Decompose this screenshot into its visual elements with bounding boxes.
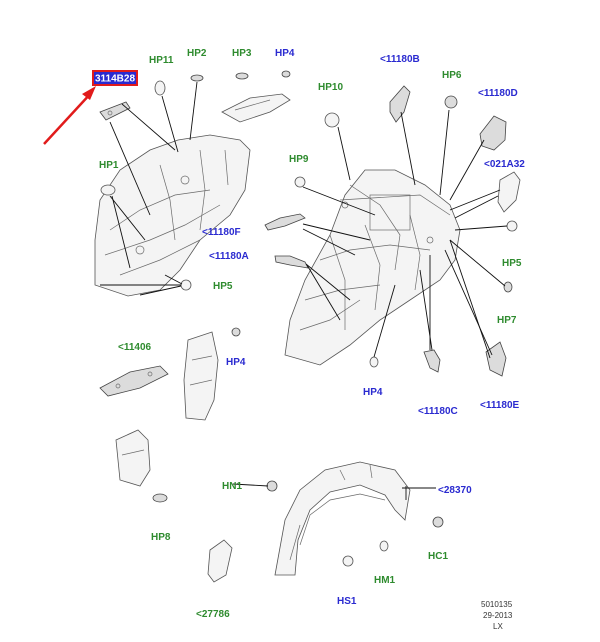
panel-mid-left	[183, 331, 219, 421]
label-hs1[interactable]: HS1	[337, 596, 357, 607]
label-hp6[interactable]: HP6	[442, 70, 462, 81]
part-11180d	[479, 115, 507, 151]
label-hp11[interactable]: HP11	[149, 55, 174, 66]
label-hp5-left[interactable]: HP5	[213, 281, 233, 292]
label-hp2[interactable]: HP2	[187, 48, 207, 59]
highlight-label: 3114B28	[95, 74, 135, 85]
part-11180e	[485, 341, 507, 377]
label-hm1[interactable]: HM1	[374, 575, 396, 586]
footer-line3: LX	[493, 622, 503, 631]
label-hp3[interactable]: HP3	[232, 48, 252, 59]
label-021a32[interactable]: <021A32	[484, 159, 525, 170]
rear-body-structure	[284, 169, 461, 366]
label-11180e[interactable]: <11180E	[480, 400, 520, 411]
label-11180a[interactable]: <11180A	[209, 251, 249, 262]
label-11406[interactable]: <11406	[118, 342, 152, 353]
label-27786[interactable]: <27786	[196, 609, 230, 620]
upper-bracket	[221, 93, 291, 123]
diagram-footer: 5010135 29-2013 LX	[481, 600, 513, 631]
red-arrow	[43, 86, 96, 145]
label-hp4-mid[interactable]: HP4	[226, 357, 246, 368]
part-11180b	[389, 85, 411, 123]
label-hp8[interactable]: HP8	[151, 532, 171, 543]
leader-lines	[100, 81, 508, 500]
label-hp10[interactable]: HP10	[318, 82, 343, 93]
part-021a32	[497, 171, 521, 213]
label-hc1[interactable]: HC1	[428, 551, 448, 562]
highlight-callout[interactable]: 3114B28	[92, 70, 138, 86]
strip-11180a	[274, 255, 309, 269]
footer-line1: 5010135	[481, 600, 513, 609]
strip-11180f	[264, 213, 306, 231]
label-11180d[interactable]: <11180D	[478, 88, 518, 99]
bracket-3114b28	[99, 101, 131, 121]
footer-line2: 29-2013	[483, 611, 513, 620]
part-labels: HP11 HP2 HP3 HP4 <11180B HP6 HP10 <11180…	[99, 48, 525, 620]
label-hp1[interactable]: HP1	[99, 160, 119, 171]
label-hp9[interactable]: HP9	[289, 154, 309, 165]
label-11180c[interactable]: <11180C	[418, 406, 458, 417]
fasteners	[100, 70, 518, 567]
part-11406	[99, 365, 169, 397]
part-11180c	[423, 349, 441, 373]
label-hn1[interactable]: HN1	[222, 481, 242, 492]
panel-hp8	[115, 429, 151, 487]
label-11180f[interactable]: <11180F	[202, 227, 241, 238]
label-hp5-right[interactable]: HP5	[502, 258, 522, 269]
label-hp7[interactable]: HP7	[497, 315, 517, 326]
label-hp4-top[interactable]: HP4	[275, 48, 295, 59]
label-28370[interactable]: <28370	[438, 485, 472, 496]
left-apron-panel	[94, 134, 251, 297]
part-27786	[207, 539, 233, 583]
label-11180b[interactable]: <11180B	[380, 54, 420, 65]
wheel-arch-liner	[274, 461, 411, 576]
label-hp4-low[interactable]: HP4	[363, 387, 383, 398]
